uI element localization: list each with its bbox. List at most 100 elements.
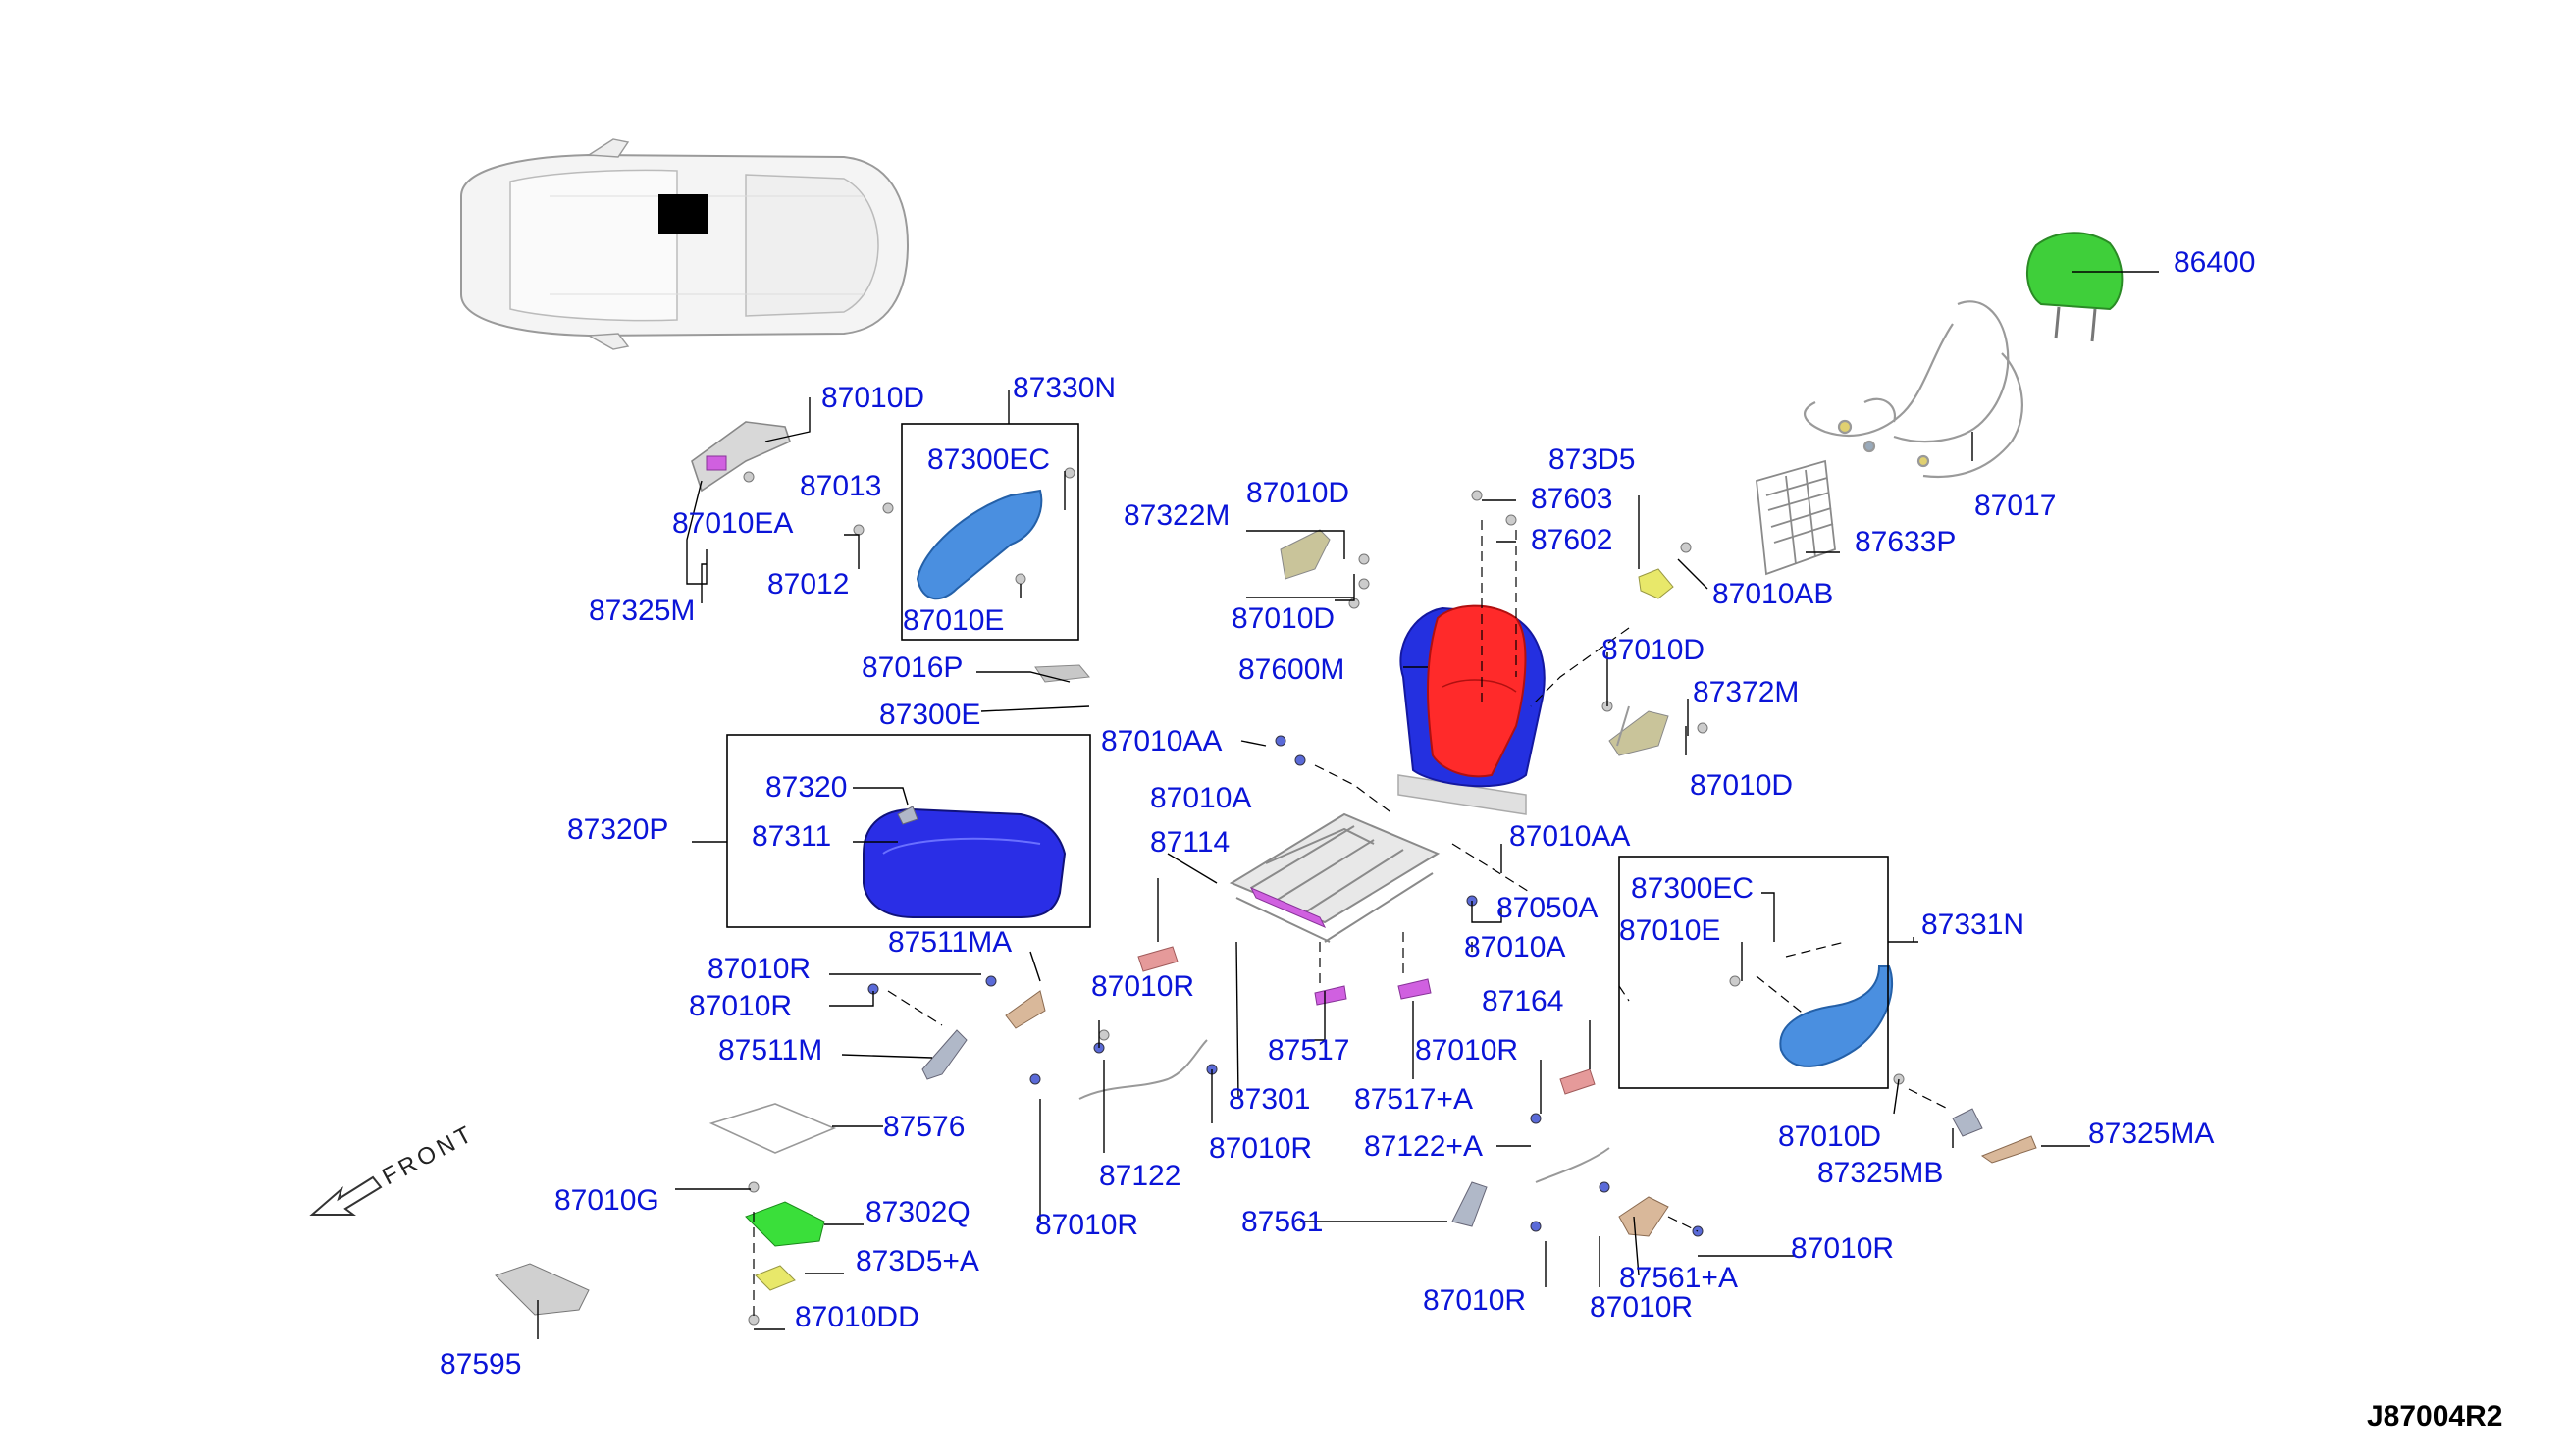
recliner-lever-left-part — [1280, 529, 1331, 580]
part-label: 87114 — [1150, 826, 1230, 858]
cable-wire-part-2 — [1535, 1147, 1610, 1183]
magenta-clip-part-2 — [1397, 978, 1432, 1000]
lower-bracket-part — [1451, 1181, 1488, 1227]
part-label: 873D5 — [1548, 443, 1635, 476]
part-label: 87372M — [1693, 676, 1799, 708]
leader-lines — [537, 271, 2159, 1339]
screw-points — [743, 467, 1905, 1326]
part-label: 87016P — [862, 651, 963, 684]
part-label: 86400 — [2174, 246, 2255, 279]
back-frame-wire-part — [1756, 459, 1836, 576]
part-label: 87010D — [1232, 602, 1335, 635]
part-label: 87164 — [1482, 985, 1563, 1017]
part-label: 87320P — [567, 813, 668, 846]
part-label: 87010DD — [795, 1301, 919, 1333]
part-label: 87300EC — [1631, 872, 1754, 905]
part-label: 87010EA — [672, 507, 793, 540]
wire-harness-part — [1804, 300, 2023, 478]
strap-part — [1034, 664, 1090, 683]
part-label: 87017 — [1974, 490, 2056, 522]
part-label: 87122 — [1099, 1160, 1180, 1192]
cushion-clip-part — [897, 806, 918, 825]
part-label: 87633P — [1855, 526, 1956, 558]
part-label: 87300E — [879, 699, 980, 731]
part-label: 87576 — [883, 1111, 965, 1143]
part-label: 87010R — [689, 990, 792, 1022]
front-label: FRONT — [378, 1119, 479, 1190]
part-label: 87010R — [1590, 1291, 1693, 1324]
cable-wire-part — [1078, 1039, 1208, 1100]
part-label: 87010D — [1778, 1120, 1881, 1153]
part-label: 87561 — [1241, 1206, 1323, 1238]
part-label: 87010E — [1619, 914, 1720, 947]
part-label: 87010G — [554, 1184, 659, 1217]
part-label: 87010E — [903, 604, 1004, 637]
spring-mat-part — [708, 1103, 837, 1154]
part-label: 87010R — [1209, 1132, 1312, 1165]
part-label: 87325MA — [2088, 1118, 2214, 1150]
diagram-code: J87004R2 — [2367, 1400, 2502, 1432]
seat-frame-part — [1229, 812, 1441, 943]
part-label: 87600M — [1238, 653, 1344, 686]
part-label: 873D5+A — [856, 1245, 979, 1277]
part-label: 87010D — [1601, 634, 1705, 666]
part-label: 87122+A — [1364, 1130, 1483, 1163]
part-label: 87517 — [1268, 1034, 1349, 1066]
part-label: 87330N — [1013, 372, 1116, 404]
part-label: 87517+A — [1354, 1083, 1473, 1116]
yellow-part — [755, 1265, 796, 1291]
part-label: 87010A — [1464, 931, 1565, 963]
fastener-points — [867, 735, 1704, 1237]
vehicle-locator-icon — [460, 138, 910, 350]
part-label: 87010D — [1690, 769, 1793, 802]
part-label: 87050A — [1496, 892, 1598, 924]
part-label: 87300EC — [927, 443, 1050, 476]
part-label: 87561+A — [1619, 1262, 1738, 1294]
group-box-87320P — [726, 734, 1091, 928]
part-label: 87010AB — [1712, 578, 1833, 610]
recliner-link-part — [1616, 705, 1630, 747]
dashed-guides — [753, 520, 1949, 1320]
part-label: 87311 — [752, 820, 831, 853]
part-label: 87010D — [821, 382, 924, 414]
yellow-bracket-part — [1638, 568, 1674, 599]
part-label: 87301 — [1229, 1083, 1310, 1116]
recliner-lever-right-part — [1608, 710, 1669, 756]
mb-bracket-part — [1952, 1108, 1983, 1137]
back-bracket-part — [691, 421, 791, 493]
pink-pad-part-2 — [1559, 1068, 1596, 1095]
part-label: 87602 — [1531, 524, 1612, 556]
part-label: 87325MB — [1817, 1157, 1943, 1189]
part-label: 87010AA — [1101, 725, 1222, 757]
part-label: 87302Q — [865, 1196, 970, 1228]
seat-back-part — [1397, 604, 1546, 815]
part-label: 87331N — [1921, 909, 2024, 941]
part-label: 87012 — [767, 568, 849, 600]
part-label: 87325M — [589, 595, 695, 627]
magenta-clip-part — [1314, 985, 1347, 1006]
green-panel-part — [745, 1201, 825, 1247]
trim-tan-part — [1980, 1135, 2037, 1164]
slide-rail-part — [1249, 887, 1327, 928]
part-label: 87013 — [800, 470, 881, 502]
part-label: 87603 — [1531, 483, 1612, 515]
part-label: 87511MA — [888, 926, 1012, 959]
part-label: 87010D — [1246, 477, 1349, 509]
pink-pad-part — [1137, 946, 1179, 972]
part-label: 87010R — [708, 953, 811, 985]
front-direction-icon: FRONT — [309, 1119, 479, 1216]
side-panel-upper-part — [916, 489, 1043, 600]
part-label: 87322M — [1124, 499, 1230, 532]
part-label: 87010R — [1415, 1034, 1518, 1066]
seat-cushion-part — [863, 807, 1067, 918]
part-label: 87595 — [440, 1348, 521, 1380]
part-label: 87010R — [1035, 1209, 1138, 1241]
floor-bracket-part — [495, 1263, 590, 1316]
side-cover-tan-part-2 — [1618, 1196, 1669, 1237]
part-label: 87511M — [718, 1034, 822, 1066]
part-label: 87010AA — [1509, 820, 1630, 853]
part-label: 87010R — [1791, 1232, 1894, 1265]
headrest-part — [2025, 232, 2124, 342]
part-label: 87010A — [1150, 782, 1251, 814]
